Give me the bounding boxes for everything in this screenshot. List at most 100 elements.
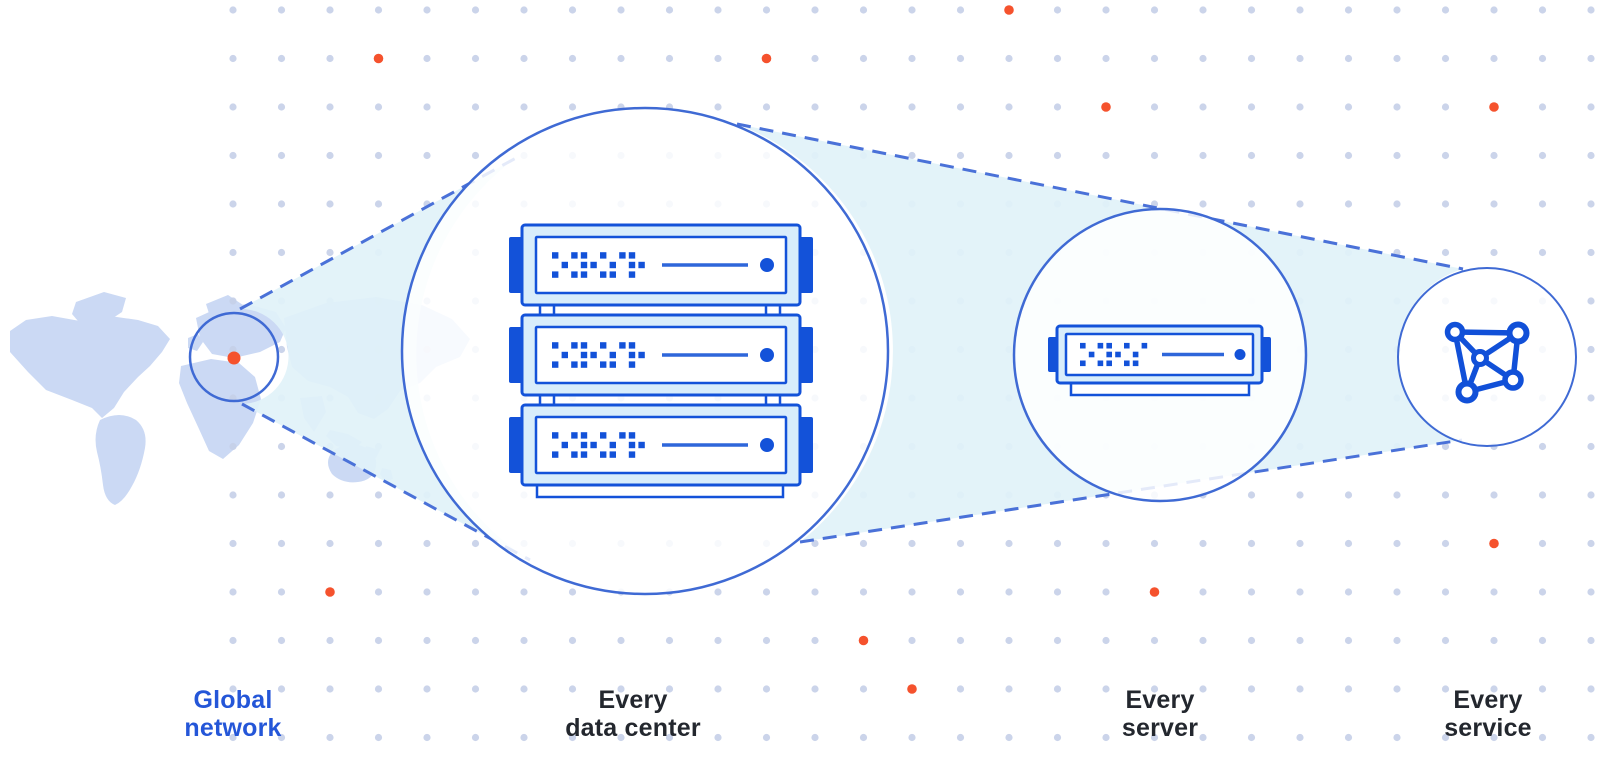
grid-dot xyxy=(1587,733,1595,742)
grid-dot xyxy=(811,6,819,14)
pixel-led xyxy=(609,351,616,359)
grid-dot xyxy=(1053,6,1062,14)
accent-dot xyxy=(858,635,869,646)
grid-dot xyxy=(568,6,577,14)
grid-dot xyxy=(374,6,383,14)
grid-dot xyxy=(1296,685,1304,693)
grid-dot xyxy=(471,588,480,596)
grid-dot xyxy=(1247,54,1256,63)
grid-dot xyxy=(423,733,431,742)
grid-dot xyxy=(1587,442,1595,451)
pixel-led xyxy=(590,351,597,359)
grid-dot xyxy=(859,733,868,742)
grid-dot xyxy=(665,685,674,693)
grid-dot xyxy=(859,103,868,111)
grid-dot xyxy=(1441,733,1450,742)
pixel-led xyxy=(1080,342,1086,349)
server-rack-icon xyxy=(509,223,813,499)
grid-dot xyxy=(1490,733,1498,742)
grid-dot xyxy=(1296,103,1304,111)
grid-dot xyxy=(1053,636,1062,645)
label-line: Every xyxy=(1125,686,1195,714)
grid-dot xyxy=(714,54,722,63)
grid-dot xyxy=(1296,539,1304,548)
grid-dot xyxy=(956,733,965,742)
pixel-led xyxy=(628,252,636,259)
grid-dot xyxy=(326,539,334,548)
pixel-led xyxy=(580,271,588,278)
grid-dot xyxy=(1296,733,1304,742)
pixel-led xyxy=(1106,342,1112,349)
grid-dot xyxy=(1053,539,1062,548)
pixel-led xyxy=(580,361,588,368)
label-global-network: Global network xyxy=(184,686,281,742)
grid-dot xyxy=(811,103,819,111)
grid-dot xyxy=(1587,345,1595,354)
grid-dot xyxy=(1538,442,1547,451)
grid-dot xyxy=(374,539,383,548)
grid-dot xyxy=(229,54,237,63)
server-power-dot xyxy=(1234,349,1246,360)
location-marker-dot xyxy=(227,351,241,365)
grid-dot xyxy=(1344,103,1353,111)
grid-dot xyxy=(1587,491,1595,499)
grid-dot xyxy=(1393,733,1401,742)
grid-dot xyxy=(908,151,916,160)
grid-dot xyxy=(1102,588,1110,596)
grid-dot xyxy=(1199,103,1207,111)
grid-dot xyxy=(1150,733,1159,742)
grid-dot xyxy=(1393,54,1401,63)
grid-dot xyxy=(374,685,383,693)
grid-dot xyxy=(229,685,237,693)
grid-dot xyxy=(326,733,334,742)
pixel-led xyxy=(628,441,636,449)
grid-dot xyxy=(1490,248,1498,257)
grid-dot xyxy=(1150,636,1159,645)
pixel-led xyxy=(571,271,578,278)
pixel-led xyxy=(1115,351,1121,358)
grid-dot xyxy=(568,636,577,645)
pixel-led xyxy=(1088,351,1095,358)
pixel-led xyxy=(628,361,636,368)
mesh-node-top-left xyxy=(1444,321,1466,343)
grid-dot xyxy=(1150,151,1159,160)
grid-dot xyxy=(1393,636,1401,645)
accent-dot xyxy=(1149,587,1160,597)
grid-dot xyxy=(1247,491,1256,499)
grid-dot xyxy=(1296,6,1304,14)
pixel-led xyxy=(590,441,597,449)
grid-dot xyxy=(1247,151,1256,160)
mesh-node-top-right xyxy=(1506,321,1530,345)
mesh-node-bottom-right xyxy=(1502,369,1524,391)
grid-dot xyxy=(277,248,286,257)
label-line: data center xyxy=(565,714,701,742)
grid-dot xyxy=(908,636,916,645)
grid-dot xyxy=(762,103,771,111)
grid-dot xyxy=(1490,54,1498,63)
grid-dot xyxy=(1587,685,1595,693)
grid-dot xyxy=(1344,6,1353,14)
grid-dot xyxy=(568,588,577,596)
pixel-led xyxy=(609,261,616,269)
grid-dot xyxy=(1199,151,1207,160)
grid-dot xyxy=(665,733,674,742)
grid-dot xyxy=(1005,151,1013,160)
grid-dot xyxy=(423,54,431,63)
grid-dot xyxy=(811,588,819,596)
grid-dot xyxy=(326,151,334,160)
grid-dot xyxy=(520,733,528,742)
grid-dot xyxy=(1587,200,1595,208)
continent-greenland xyxy=(72,292,126,328)
grid-dot xyxy=(1053,151,1062,160)
grid-dot xyxy=(277,200,286,208)
grid-dot xyxy=(811,733,819,742)
grid-dot xyxy=(229,345,237,354)
grid-dot xyxy=(1053,54,1062,63)
pixel-led xyxy=(580,351,588,359)
pixel-led xyxy=(600,361,607,368)
grid-dot xyxy=(1538,6,1547,14)
grid-dot xyxy=(859,54,868,63)
grid-dot xyxy=(1441,200,1450,208)
server-faceplate xyxy=(1064,332,1255,377)
